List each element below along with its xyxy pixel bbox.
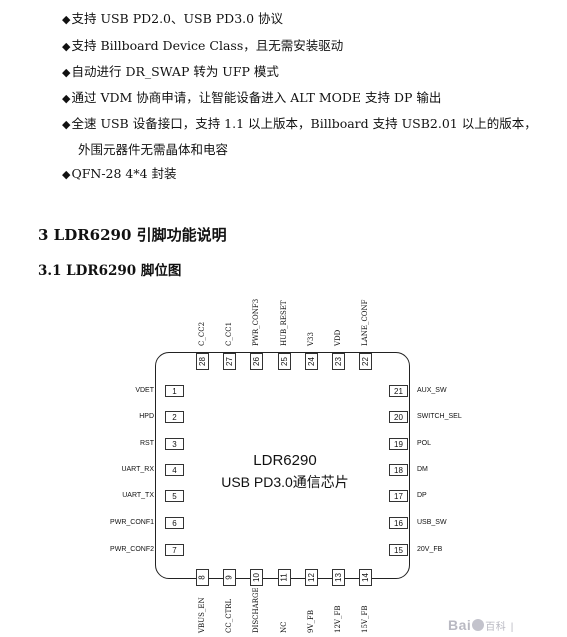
pin-label-bottom: DISCHARGE (252, 587, 260, 633)
diamond-bullet-icon: ◆ (62, 168, 71, 181)
pin-number: 18 (389, 464, 408, 476)
bullet-continuation: 外围元器件无需晶体和电容 (78, 142, 229, 157)
pin-number: 15 (389, 544, 408, 556)
pin-number: 16 (389, 517, 408, 529)
pin-number: 6 (165, 517, 184, 529)
diamond-bullet-icon: ◆ (62, 13, 71, 26)
diamond-bullet-icon: ◆ (62, 66, 71, 79)
pin-number: 26 (250, 353, 263, 370)
pin-label-top: LANE_CONF (361, 299, 369, 346)
feature-bullet: ◆支持 Billboard Device Class，且无需安装驱动 (62, 38, 343, 55)
pin-number: 3 (165, 438, 184, 450)
pin-label-right: USB_SW (417, 519, 447, 526)
pin-label-left: PWR_CONF1 (110, 519, 154, 526)
feature-bullet: ◆QFN-28 4*4 封装 (62, 166, 177, 183)
pin-number: 14 (359, 569, 372, 586)
pin-label-bottom: CC_CTRL (225, 598, 233, 633)
chip-name: LDR6290 (253, 452, 317, 469)
pin-number: 19 (389, 438, 408, 450)
bullet-text: 自动进行 DR_SWAP 转为 UFP 模式 (71, 64, 279, 79)
pin-number: 5 (165, 490, 184, 502)
pin-label-right: SWITCH_SEL (417, 413, 462, 420)
pin-label-bottom: NC (280, 621, 288, 633)
pin-number: 12 (305, 569, 318, 586)
paw-icon (472, 619, 485, 631)
pin-number: 10 (250, 569, 263, 586)
bullet-text: 通过 VDM 协商申请，让智能设备进入 ALT MODE 支持 DP 输出 (71, 90, 442, 105)
bullet-text: 支持 Billboard Device Class，且无需安装驱动 (71, 38, 344, 53)
pin-label-bottom: 12V_FB (334, 605, 342, 633)
pin-label-top: VDD (334, 329, 342, 346)
chip-description: USB PD3.0通信芯片 (221, 474, 349, 490)
feature-bullet: ◆全速 USB 设备接口，支持 1.1 以上版本，Billboard 支持 US… (62, 116, 537, 133)
pin-label-top: PWR_CONF3 (252, 298, 260, 346)
pin-number: 23 (332, 353, 345, 370)
pin-number: 22 (359, 353, 372, 370)
feature-bullet: ◆通过 VDM 协商申请，让智能设备进入 ALT MODE 支持 DP 输出 (62, 90, 441, 107)
bullet-text: 支持 USB PD2.0、USB PD3.0 协议 (71, 11, 284, 26)
pin-number: 17 (389, 490, 408, 502)
pin-label-top: C_CC1 (225, 321, 233, 346)
pin-number: 27 (223, 353, 236, 370)
pin-label-top: HUB_RESET (280, 300, 288, 346)
pin-label-left: HPD (139, 413, 154, 420)
pin-number: 11 (278, 569, 291, 586)
pin-label-bottom: 9V_FB (307, 609, 315, 633)
diamond-bullet-icon: ◆ (62, 118, 71, 131)
diamond-bullet-icon: ◆ (62, 40, 71, 53)
pin-number: 8 (196, 569, 209, 586)
section-heading: 3 LDR6290 引脚功能说明 (38, 226, 227, 244)
pin-label-left: UART_TX (122, 492, 154, 499)
pin-label-right: 20V_FB (417, 546, 443, 553)
subsection-heading: 3.1 LDR6290 脚位图 (38, 263, 182, 279)
pin-number: 1 (165, 385, 184, 397)
pin-label-bottom: VBUS_EN (198, 597, 206, 633)
bullet-text: 全速 USB 设备接口，支持 1.1 以上版本，Billboard 支持 USB… (71, 116, 537, 131)
pin-label-right: AUX_SW (417, 387, 447, 394)
pin-label-top: V33 (307, 332, 315, 346)
pin-label-top: C_CC2 (198, 321, 206, 346)
feature-bullet: ◆自动进行 DR_SWAP 转为 UFP 模式 (62, 64, 279, 81)
pin-number: 7 (165, 544, 184, 556)
pin-number: 2 (165, 411, 184, 423)
pin-label-right: DP (417, 492, 427, 499)
pin-number: 9 (223, 569, 236, 586)
pin-label-left: PWR_CONF2 (110, 546, 154, 553)
pin-label-bottom: 15V_FB (361, 605, 369, 633)
pin-number: 28 (196, 353, 209, 370)
pin-number: 4 (165, 464, 184, 476)
pin-label-left: VDET (135, 387, 154, 394)
pin-number: 13 (332, 569, 345, 586)
pin-number: 25 (278, 353, 291, 370)
pin-number: 21 (389, 385, 408, 397)
pin-label-right: POL (417, 440, 432, 447)
pin-number: 20 (389, 411, 408, 423)
bullet-text: QFN-28 4*4 封装 (71, 166, 177, 181)
pin-label-left: RST (140, 440, 154, 447)
pin-label-left: UART_RX (121, 466, 154, 473)
pin-label-right: DM (417, 466, 428, 473)
feature-bullet: ◆支持 USB PD2.0、USB PD3.0 协议 (62, 11, 283, 28)
pin-number: 24 (305, 353, 318, 370)
diamond-bullet-icon: ◆ (62, 92, 71, 105)
